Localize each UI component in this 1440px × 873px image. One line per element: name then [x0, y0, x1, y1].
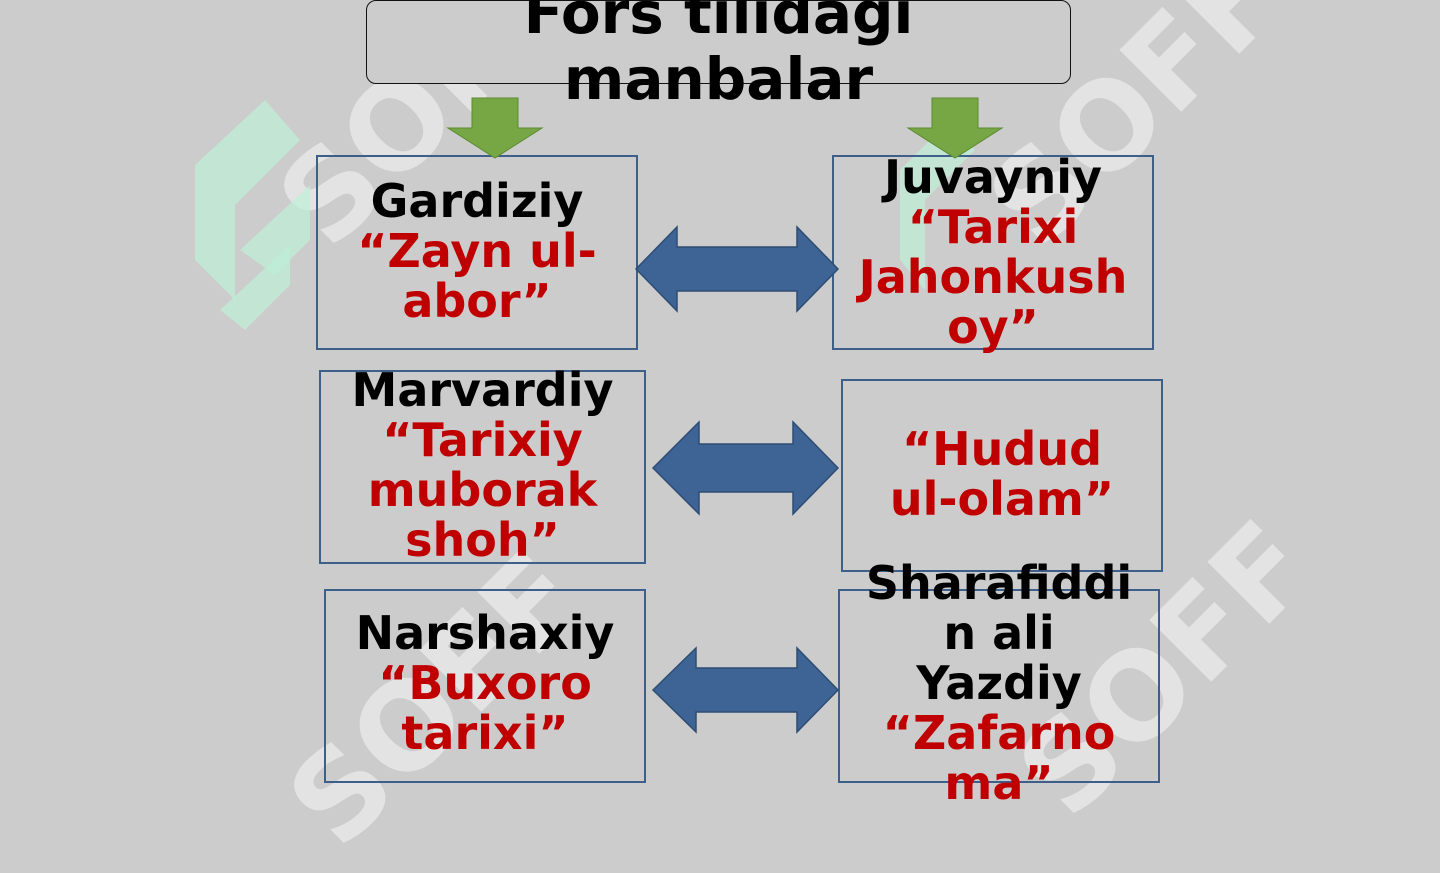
source-box-yazdiy	[838, 589, 1160, 783]
author-label: Marvardiy	[351, 363, 614, 417]
down-arrow-left-icon	[446, 97, 544, 159]
arrows-layer	[446, 97, 1004, 734]
double-arrow-3-icon	[651, 646, 840, 734]
source-text-yazdiy: Sharafiddi n ali Yazdiy “Zafarno ma”	[838, 558, 1160, 808]
work-title: “Tarixiy muborak shoh”	[367, 413, 598, 567]
source-text-juvayniy: Juvayniy “Tarixi Jahonkush oy”	[832, 152, 1154, 352]
author-label: Sharafiddi n ali Yazdiy	[865, 556, 1133, 710]
source-box-marvardiy	[319, 370, 646, 564]
work-title: “Tarixi Jahonkush oy”	[858, 200, 1128, 354]
work-title: “Zayn ul- abor”	[357, 224, 597, 328]
source-box-juvayniy	[832, 155, 1154, 350]
down-arrow-right-icon	[906, 97, 1004, 159]
double-arrow-1-icon	[634, 225, 840, 313]
work-title: “Buxoro tarixi”	[378, 656, 592, 760]
source-box-narshaxiy	[324, 589, 646, 783]
author-label: Gardiziy	[370, 174, 584, 228]
source-box-gardiziy	[316, 155, 638, 350]
source-text-hudud: “Hudud ul-olam”	[841, 424, 1163, 524]
work-title: “Zafarno ma”	[882, 706, 1116, 810]
source-text-narshaxiy: Narshaxiy “Buxoro tarixi”	[324, 608, 646, 758]
page-title: Fors tilidagi manbalar	[523, 0, 914, 113]
work-title: “Hudud ul-olam”	[889, 422, 1115, 526]
author-label: Juvayniy	[884, 150, 1102, 204]
author-label: Narshaxiy	[355, 606, 615, 660]
source-box-hudud	[841, 379, 1163, 572]
title-frame	[366, 0, 1071, 84]
double-arrow-2-icon	[651, 420, 840, 516]
source-text-marvardiy: Marvardiy “Tarixiy muborak shoh”	[319, 365, 646, 565]
source-text-gardiziy: Gardiziy “Zayn ul- abor”	[316, 176, 638, 326]
